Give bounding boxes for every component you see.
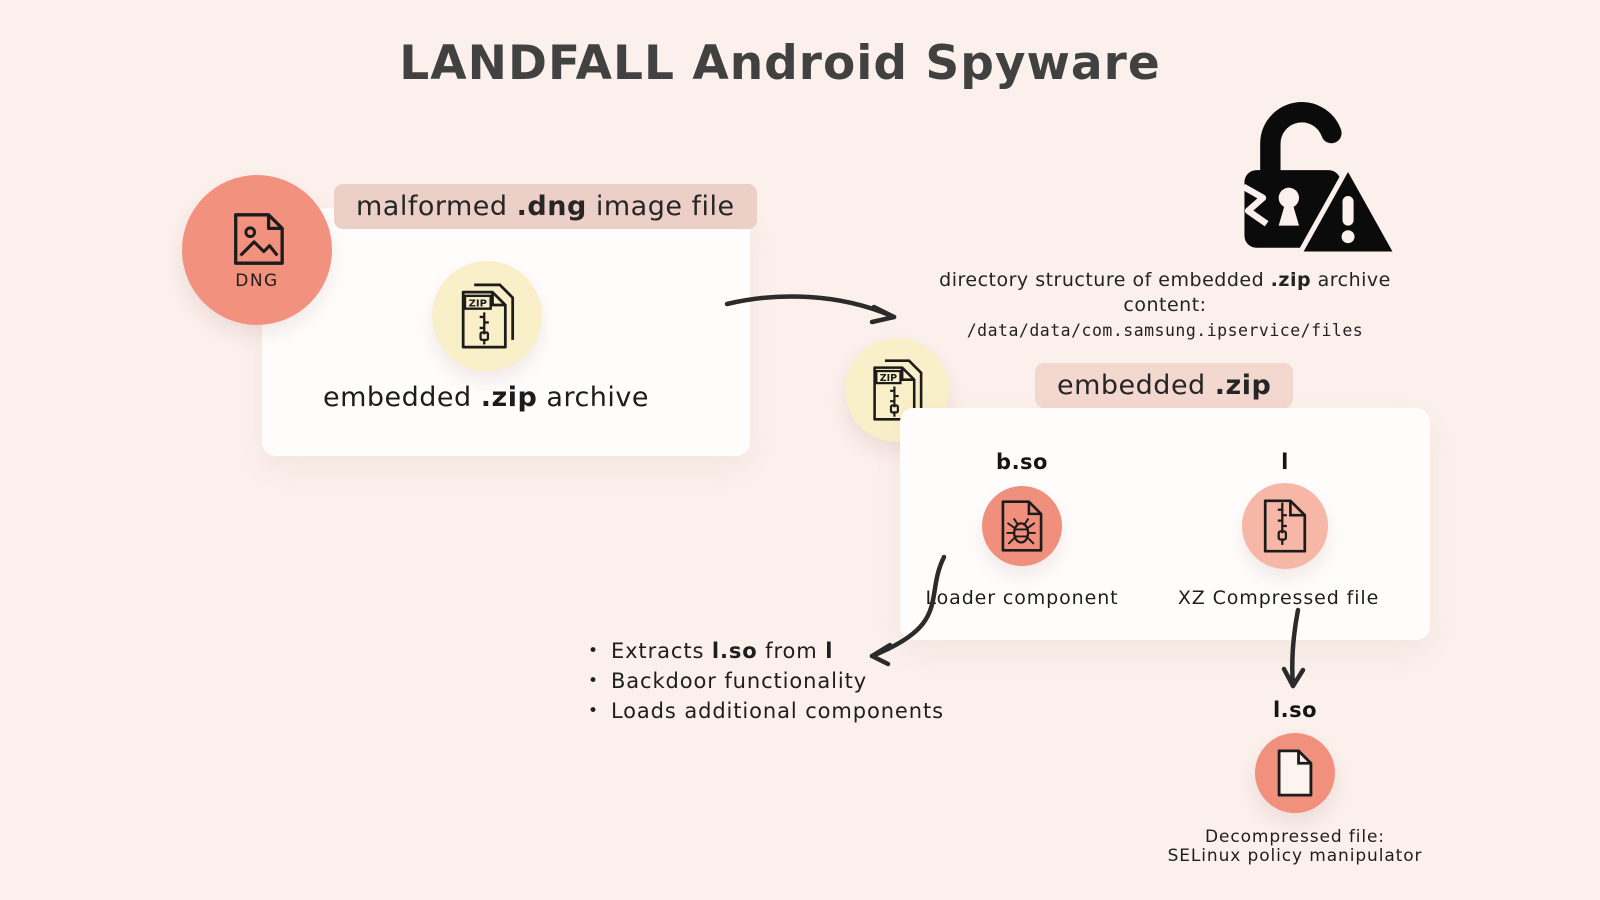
loader-bullet-list: • Extracts l.so from l • Backdoor functi…	[588, 636, 944, 726]
loader-detail-arrow-icon	[852, 552, 960, 672]
decompressed-file-badge	[1255, 733, 1335, 813]
zip-badge-text: ZIP	[469, 298, 487, 309]
dng-file-badge: DNG	[182, 175, 332, 325]
page-title: LANDFALL Android Spyware	[399, 36, 1161, 91]
decompressed-caption-line1: Decompressed file:	[1205, 827, 1385, 847]
loader-file-badge	[982, 486, 1062, 566]
flow-arrow-right-icon	[722, 288, 907, 336]
xz-compressed-file-icon	[1258, 495, 1312, 557]
bullet-text: Backdoor functionality	[610, 669, 868, 693]
bullet-item: • Extracts l.so from l	[588, 636, 944, 666]
zip-file-icon: ZIP	[454, 279, 520, 353]
embedded-zip-archive-caption: embedded .zip archive	[322, 382, 650, 413]
bullet-marker: •	[588, 701, 599, 721]
bullet-item: • Loads additional components	[588, 696, 944, 726]
zip-file-icon: ZIP	[866, 355, 928, 425]
bullet-marker: •	[588, 641, 599, 661]
xz-filename: l	[1281, 450, 1289, 474]
xz-caption: XZ Compressed file	[1177, 587, 1380, 609]
zip-badge-text: ZIP	[880, 373, 897, 384]
directory-note-line1: directory structure of embedded .zip arc…	[939, 269, 1391, 316]
decompressed-filename: l.so	[1272, 698, 1318, 722]
malformed-dng-label: malformed .dng image file	[334, 184, 757, 229]
file-icon	[1272, 746, 1318, 800]
decompress-arrow-icon	[1272, 606, 1318, 700]
broken-lock-warning-icon	[1213, 85, 1398, 270]
decompressed-caption: Decompressed file: SELinux policy manipu…	[1160, 828, 1430, 866]
loader-caption: Loader component	[925, 587, 1119, 609]
bullet-item: • Backdoor functionality	[588, 666, 944, 696]
decompressed-caption-line2: SELinux policy manipulator	[1167, 846, 1423, 866]
directory-note: directory structure of embedded .zip arc…	[925, 268, 1405, 343]
bullet-text: Extracts l.so from l	[610, 639, 834, 663]
embedded-zip-archive-badge: ZIP	[432, 261, 542, 371]
bullet-text: Loads additional components	[610, 699, 944, 723]
directory-path: /data/data/com.samsung.ipservice/files	[966, 321, 1364, 340]
loader-filename: b.so	[996, 450, 1048, 474]
xz-file-badge	[1242, 483, 1328, 569]
dng-image-icon	[224, 209, 290, 269]
embedded-zip-label: embedded .zip	[1035, 363, 1294, 408]
bullet-marker: •	[588, 671, 599, 691]
malware-file-icon	[996, 496, 1048, 556]
dng-badge-label: DNG	[235, 271, 279, 291]
